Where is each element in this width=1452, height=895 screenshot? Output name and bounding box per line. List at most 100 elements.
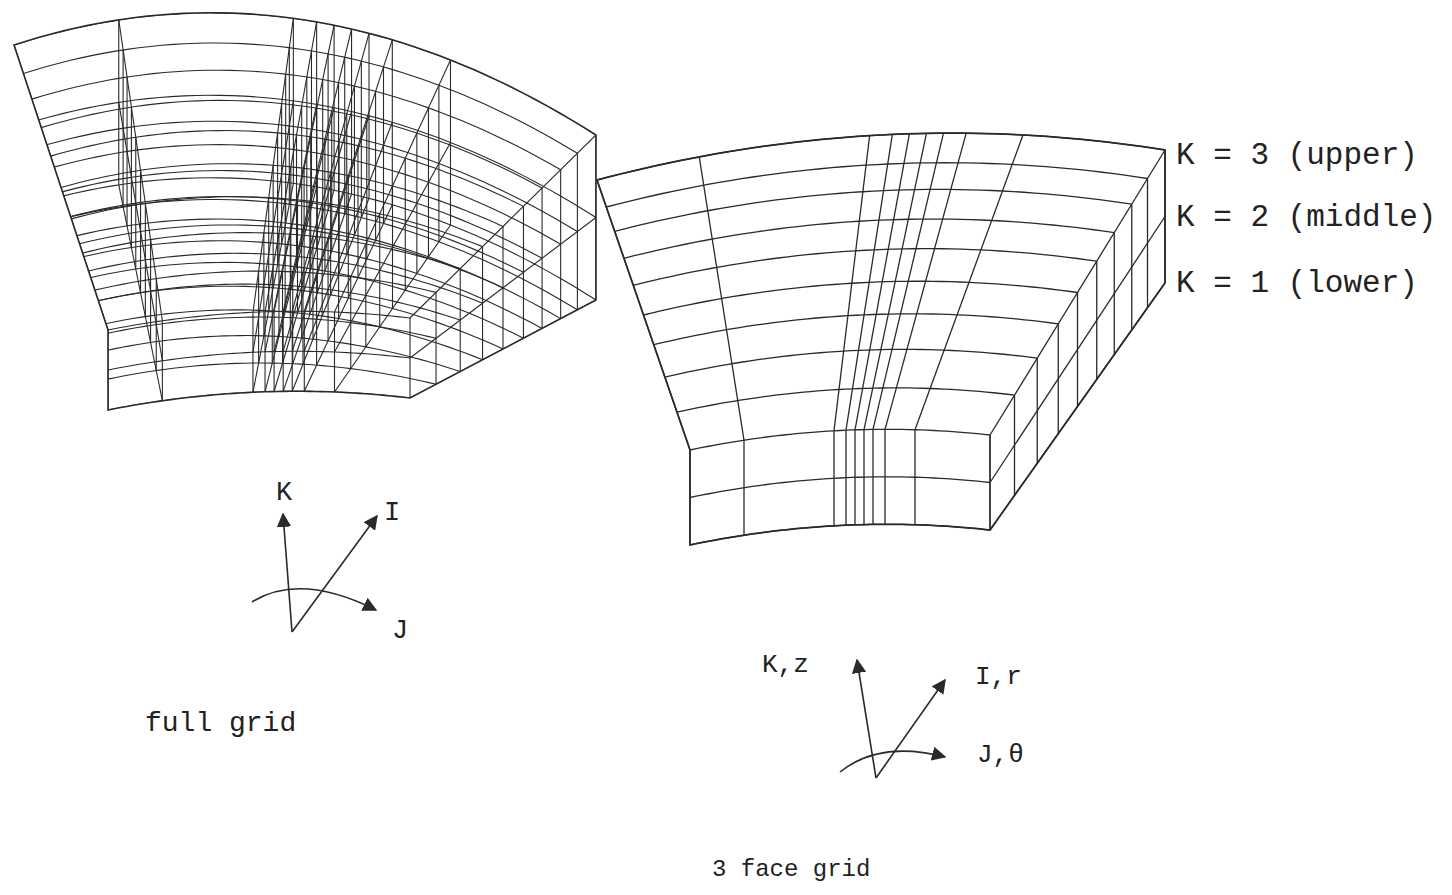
axis-label: J,θ [977, 742, 1024, 768]
grid-line [281, 104, 282, 244]
grid-line [150, 240, 151, 343]
grid-line [344, 57, 345, 214]
figure-caption: 3 face grid [712, 858, 870, 882]
axis-triads [252, 514, 945, 778]
grid-line [118, 20, 119, 185]
axis-arrow [876, 680, 945, 778]
grid-line [302, 272, 303, 364]
grid-line [264, 312, 265, 392]
grid-line [131, 107, 132, 247]
grid-line [322, 80, 323, 229]
grid-line [304, 311, 305, 391]
plane-label: K = 2 (middle) [1176, 202, 1436, 233]
grid-outline [597, 133, 1165, 545]
grid-line [690, 524, 990, 545]
grid-line [990, 150, 1165, 435]
grid-line [846, 134, 892, 430]
grid-line [14, 95, 596, 217]
grid-line [253, 18, 293, 312]
grid-line [677, 388, 1015, 412]
grid-line [304, 168, 305, 290]
grid-line [460, 269, 461, 372]
grid-line [13, 45, 14, 210]
grid-line [60, 188, 61, 311]
grid-line [354, 86, 355, 235]
grid-line [334, 25, 335, 190]
grid-line [606, 163, 1147, 207]
grid-line [289, 48, 290, 205]
axis-arrow [283, 514, 292, 632]
grid-line [156, 279, 157, 371]
grid-line [119, 20, 163, 321]
grid-line [162, 321, 163, 401]
grid-line [330, 172, 331, 294]
grid-line [915, 135, 1023, 430]
full-grid-lattice [14, 13, 596, 410]
grid-line [278, 234, 279, 337]
grid-line [834, 136, 870, 431]
axis-label: I [384, 500, 400, 527]
grid-line [690, 429, 990, 450]
grid-line [542, 188, 543, 328]
grid-line [560, 170, 561, 319]
grid-line [864, 133, 926, 429]
axis-arc-arrow [840, 751, 945, 772]
grid-line [368, 33, 369, 198]
grid-line [312, 236, 313, 339]
grid-line [416, 133, 417, 273]
grid-line [51, 196, 524, 272]
grid-line [94, 290, 95, 382]
grid-line [263, 233, 264, 336]
grid-line [311, 51, 312, 208]
grid-line [855, 134, 909, 430]
grid-line [23, 200, 577, 310]
grid-line [14, 210, 108, 410]
axis-arc-arrow [252, 589, 376, 610]
grid-line [82, 253, 83, 356]
grid-line [334, 312, 335, 392]
grid-line [338, 83, 339, 232]
grid-line [285, 74, 286, 223]
grid-line [301, 235, 302, 338]
grid-line [23, 74, 24, 231]
axis-label: K [276, 480, 292, 507]
grid-line [316, 22, 317, 187]
grid-line [351, 29, 352, 194]
grid-line [428, 108, 429, 257]
grid-line [885, 133, 966, 429]
grid-line [14, 13, 596, 135]
grid-line [690, 477, 990, 498]
grid-outline [14, 13, 596, 410]
grid-line [296, 135, 297, 267]
grid-line [615, 189, 1132, 231]
grid-line [873, 133, 943, 429]
grid-line [301, 106, 302, 246]
grid-line [450, 60, 451, 225]
grid-line [282, 271, 283, 363]
grid-line [273, 165, 274, 288]
grid-line [50, 156, 51, 288]
grid-line [290, 167, 291, 290]
grid-line [523, 206, 524, 338]
full-grid-figure [14, 13, 596, 410]
grid-line [990, 217, 1165, 483]
grid-line [51, 262, 524, 338]
grid-line [277, 133, 278, 265]
grid-line [409, 318, 410, 398]
grid-line [502, 227, 503, 350]
grid-line [292, 33, 369, 311]
grid-line [324, 139, 325, 271]
plane-label: K = 3 (upper) [1176, 140, 1418, 171]
grid-line [14, 178, 596, 300]
grid-line [135, 137, 136, 269]
grid-line [654, 314, 1059, 345]
grid-line [31, 99, 32, 248]
grid-line [350, 277, 351, 369]
figure-caption: full grid [145, 710, 296, 738]
grid-line [328, 238, 329, 341]
grid-line [126, 77, 127, 226]
grid-line [699, 157, 744, 440]
axis-arrow [292, 516, 377, 632]
grid-line [297, 200, 298, 313]
